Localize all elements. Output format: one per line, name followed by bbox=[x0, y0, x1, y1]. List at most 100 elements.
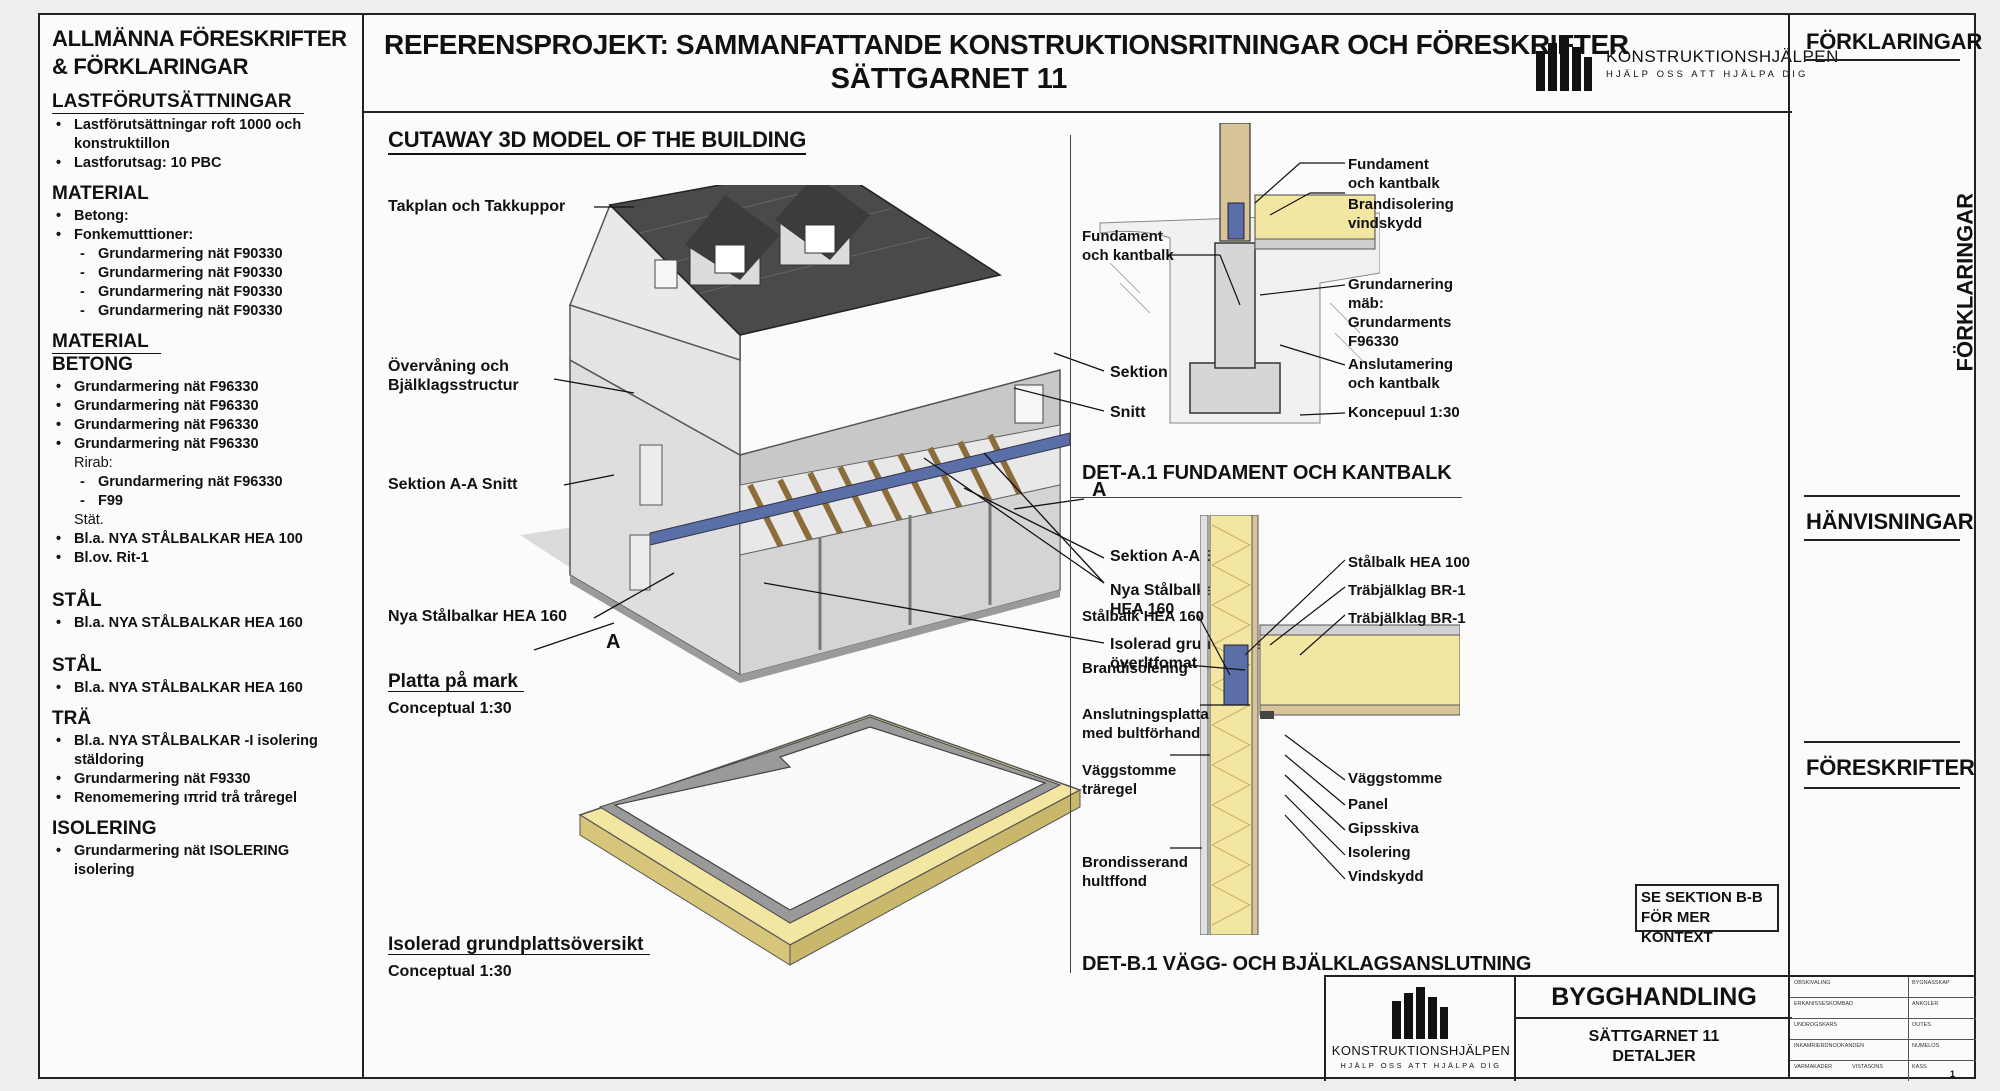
notes-title: ALLMÄNNA FÖRESKRIFTER & FÖRKLARINGAR bbox=[52, 26, 347, 79]
project-title: REFERENSPROJEKT: SAMMANFATTANDE KONSTRUK… bbox=[384, 29, 1629, 60]
notes-item: Bl.a. NYA STÅLBALKAR HEA 160 bbox=[52, 679, 350, 698]
notes-item: Rirab: bbox=[74, 455, 113, 471]
notes-list: Bl.a. NYA STÅLBALKAR HEA 160 bbox=[52, 614, 350, 633]
notes-item: Fonkemutttioner: bbox=[52, 226, 350, 245]
notes-list: Bl.a. NYA STÅLBALKAR -I isolering stäldo… bbox=[52, 732, 350, 808]
label-nya-left: Nya Stålbalkar HEA 160 bbox=[388, 608, 568, 625]
notes-item: Stät. bbox=[74, 512, 104, 528]
tb-row bbox=[1790, 997, 1976, 998]
title-block-fields: OBSKIVALING BYGNASSKAP ERKANISSESKOMBAD … bbox=[1790, 975, 1976, 1081]
notes-list: Grundarmering nät F96330Grundarmering nä… bbox=[52, 378, 350, 568]
notes-item: Grundarmering nät F96330 bbox=[52, 435, 350, 454]
notes-section-heading: ISOLERING bbox=[52, 818, 157, 839]
tb-cell: ERKANISSESKOMBAD bbox=[1794, 1001, 1853, 1007]
label-gipsskiva: Gipsskiva bbox=[1348, 820, 1419, 837]
notes-item: Bl.a. NYA STÅLBALKAR -I isolering stäldo… bbox=[52, 732, 350, 770]
label-snitt: Snitt bbox=[1110, 404, 1146, 421]
notes-section-heading: LASTFÖRUTSÄTTNINGAR bbox=[52, 91, 304, 114]
notes-sections: LASTFÖRUTSÄTTNINGARLastförutsättningar r… bbox=[52, 81, 350, 880]
label-takplan: Takplan och Takkuppor bbox=[388, 198, 566, 215]
tb-cell: BYGNASSKAP bbox=[1912, 980, 1950, 986]
notes-list: Lastförutsättningar roft 1000 och konstr… bbox=[52, 116, 350, 173]
slab-drawing bbox=[578, 714, 1082, 966]
notes-item: Lastforutsag: 10 PBC bbox=[52, 154, 350, 173]
tb-cell: INKAMRIERDNOOKANDEN bbox=[1794, 1043, 1864, 1049]
label-koncept: Koncepuul 1:30 bbox=[1348, 404, 1460, 421]
notes-item: Grundarmering nät F9330 bbox=[52, 770, 350, 789]
tb-row bbox=[1790, 1060, 1976, 1061]
references-rule bbox=[1804, 539, 1960, 541]
notes-item: Grundarmering nät F90330 bbox=[52, 283, 350, 302]
tb-cell: KASS bbox=[1912, 1064, 1927, 1070]
label-stalbalk-r: Stålbalk HEA 100 bbox=[1348, 554, 1470, 571]
slab-title: Platta på mark bbox=[388, 672, 524, 692]
project-name: SÄTTGARNET 11 bbox=[830, 63, 1068, 95]
references-rule-top bbox=[1804, 495, 1960, 497]
section-marker-a-left: A bbox=[606, 631, 621, 653]
cutaway-title: CUTAWAY 3D MODEL OF THE BUILDING bbox=[388, 127, 806, 155]
tb-cell: OUTES bbox=[1912, 1022, 1931, 1028]
notes-list: Grundarmering nät ISOLERING isolering bbox=[52, 842, 350, 880]
notes-item: Grundarmering nät F96330 bbox=[52, 397, 350, 416]
notes-section-heading: STÅL bbox=[52, 590, 102, 611]
tb-cell: UNDROGSKARS bbox=[1794, 1022, 1838, 1028]
detail-b-title: DET-B.1 VÄGG- OCH BJÄLKLAGSANSLUTNING bbox=[1082, 953, 1532, 975]
notes-item: Bl.ov. Rit-1 bbox=[52, 549, 350, 568]
label-vaggstomme-r: Väggstomme bbox=[1348, 770, 1443, 787]
notes-item: Bl.a. NYA STÅLBALKAR HEA 160 bbox=[52, 614, 350, 633]
tb-cell: ANKOLER bbox=[1912, 1001, 1939, 1007]
detail-b-drawing bbox=[1200, 515, 1460, 935]
label-panel: Panel bbox=[1348, 796, 1389, 813]
notes-section-heading: MATERIAL bbox=[52, 183, 149, 204]
notes-item: Grundarmering nät F96330 bbox=[52, 473, 350, 492]
tb-logo-name: KONSTRUKTIONSHJÄLPEN bbox=[1331, 1043, 1511, 1058]
notes-section-heading: STÅL bbox=[52, 655, 102, 676]
notes-item: Grundarmering nät ISOLERING isolering bbox=[52, 842, 350, 880]
tb-logo-tagline: HJÄLP OSS ATT HJÄLPA DIG bbox=[1340, 1061, 1502, 1070]
title-block: KONSTRUKTIONSHJÄLPEN HJÄLP OSS ATT HJÄLP… bbox=[1324, 975, 1792, 1081]
tb-cell: VISTASONS bbox=[1852, 1064, 1884, 1070]
legend-heading: FÖRKLARINGAR bbox=[1806, 29, 1983, 54]
label-brandiso: Brandisolering bbox=[1082, 660, 1188, 677]
legend-vertical-label: FÖRKLARINGAR bbox=[1952, 193, 1977, 372]
regulations-rule bbox=[1804, 787, 1960, 789]
notes-section-heading: MATERIAL bbox=[52, 331, 161, 354]
tb-cell: NUMELOS bbox=[1912, 1043, 1940, 1049]
general-notes-column: ALLMÄNNA FÖRESKRIFTER & FÖRKLARINGAR LAS… bbox=[40, 15, 364, 1077]
notes-list: Bl.a. NYA STÅLBALKAR HEA 160 bbox=[52, 679, 350, 698]
slab-scale-2: Conceptual 1:30 bbox=[388, 963, 512, 980]
notes-list: Betong:Fonkemutttioner:Grundarmering nät… bbox=[52, 207, 350, 321]
slab-scale: Conceptual 1:30 bbox=[388, 700, 512, 717]
tb-col-divider bbox=[1908, 977, 1909, 1081]
tb-cell: OBSKIVALING bbox=[1794, 980, 1831, 986]
notes-item: Renomemering ιπrid trå tråregel bbox=[52, 789, 350, 808]
tb-row bbox=[1790, 1039, 1976, 1040]
notes-item: Grundarmering nät F96330 bbox=[52, 378, 350, 397]
notes-section-heading: BETONG bbox=[52, 354, 133, 375]
label-isolering: Isolering bbox=[1348, 844, 1411, 861]
notes-item: Grundarmering nät F96330 bbox=[52, 416, 350, 435]
notes-item: Lastförutsättningar roft 1000 och konstr… bbox=[52, 116, 350, 154]
tb-heading: BYGGHANDLING bbox=[1516, 977, 1792, 1019]
notes-item: Bl.a. NYA STÅLBALKAR HEA 100 bbox=[52, 530, 350, 549]
notes-item: F99 bbox=[52, 492, 350, 511]
label-vindskydd: Vindskydd bbox=[1348, 868, 1424, 885]
detail-a-title: DET-A.1 FUNDAMENT OCH KANTBALK bbox=[1082, 462, 1452, 484]
detail-a-drawing bbox=[1099, 123, 1380, 424]
references-heading: HÄNVISNINGAR bbox=[1806, 509, 1974, 534]
label-stalbalk-l: Stålbalk HEA 160 bbox=[1082, 608, 1204, 625]
notes-section-heading: TRÄ bbox=[52, 708, 92, 729]
label-trabjalklag-1: Träbjälklag BR-1 bbox=[1348, 582, 1466, 599]
detail-divider-vertical bbox=[1070, 135, 1071, 973]
sheet-header: REFERENSPROJEKT: SAMMANFATTANDE KONSTRUK… bbox=[364, 15, 1838, 113]
title-block-logo: KONSTRUKTIONSHJÄLPEN HJÄLP OSS ATT HJÄLP… bbox=[1326, 977, 1516, 1081]
logo-tagline: HJÄLP OSS ATT HJÄLPA DIG bbox=[1606, 69, 1809, 80]
